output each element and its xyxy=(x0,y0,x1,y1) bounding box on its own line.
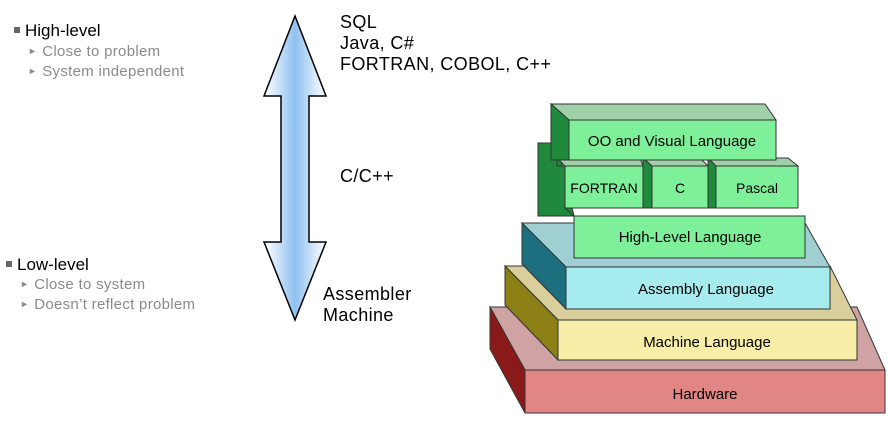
pascal-box xyxy=(715,165,799,209)
middle-language: C/C++ xyxy=(340,166,395,186)
low-level-point-2: ►Doesn’t reflect problem xyxy=(20,296,196,313)
top-languages: SQL Java, C# FORTRAN, COBOL, C++ xyxy=(340,12,551,75)
top-language-3: FORTRAN, COBOL, C++ xyxy=(340,54,552,74)
triangle-bullet-icon: ► xyxy=(20,279,30,289)
high-level-point-2: ►System independent xyxy=(28,63,185,80)
high-level-heading: High-level xyxy=(14,21,101,41)
high-level-title: High-level xyxy=(25,21,101,40)
machine-language-label: Machine Language xyxy=(643,334,771,351)
double-arrow-icon xyxy=(262,14,328,322)
language-pyramid: Hardware Machine Language Assembly Langu… xyxy=(489,102,886,414)
fortran-box xyxy=(564,165,644,209)
high-level-language-label: High-Level Language xyxy=(619,229,762,246)
triangle-bullet-icon: ► xyxy=(28,46,38,56)
assembly-language-label: Assembly Language xyxy=(638,281,774,298)
oo-visual-language-layer: OO and Visual Language xyxy=(549,102,777,161)
c-label: C xyxy=(675,180,685,196)
fortran-label: FORTRAN xyxy=(570,180,637,196)
low-level-heading: Low-level xyxy=(6,255,89,275)
low-level-point-1: ►Close to system xyxy=(20,276,146,293)
triangle-bullet-icon: ► xyxy=(20,299,30,309)
low-level-title: Low-level xyxy=(17,255,89,274)
top-language-1: SQL xyxy=(340,12,378,32)
oo-visual-language-label: OO and Visual Language xyxy=(588,133,756,150)
top-language-2: Java, C# xyxy=(340,33,415,53)
pascal-label: Pascal xyxy=(736,180,778,196)
bottom-language-2: Machine xyxy=(323,305,394,325)
triangle-bullet-icon: ► xyxy=(28,66,38,76)
square-bullet-icon xyxy=(14,26,20,33)
high-level-point-1: ►Close to problem xyxy=(28,43,161,60)
hardware-label: Hardware xyxy=(672,386,737,403)
bottom-language-1: Assembler xyxy=(323,284,412,304)
language-row: FORTRAN C Pascal xyxy=(537,142,800,217)
square-bullet-icon xyxy=(6,260,12,267)
bottom-languages: Assembler Machine xyxy=(323,284,412,326)
